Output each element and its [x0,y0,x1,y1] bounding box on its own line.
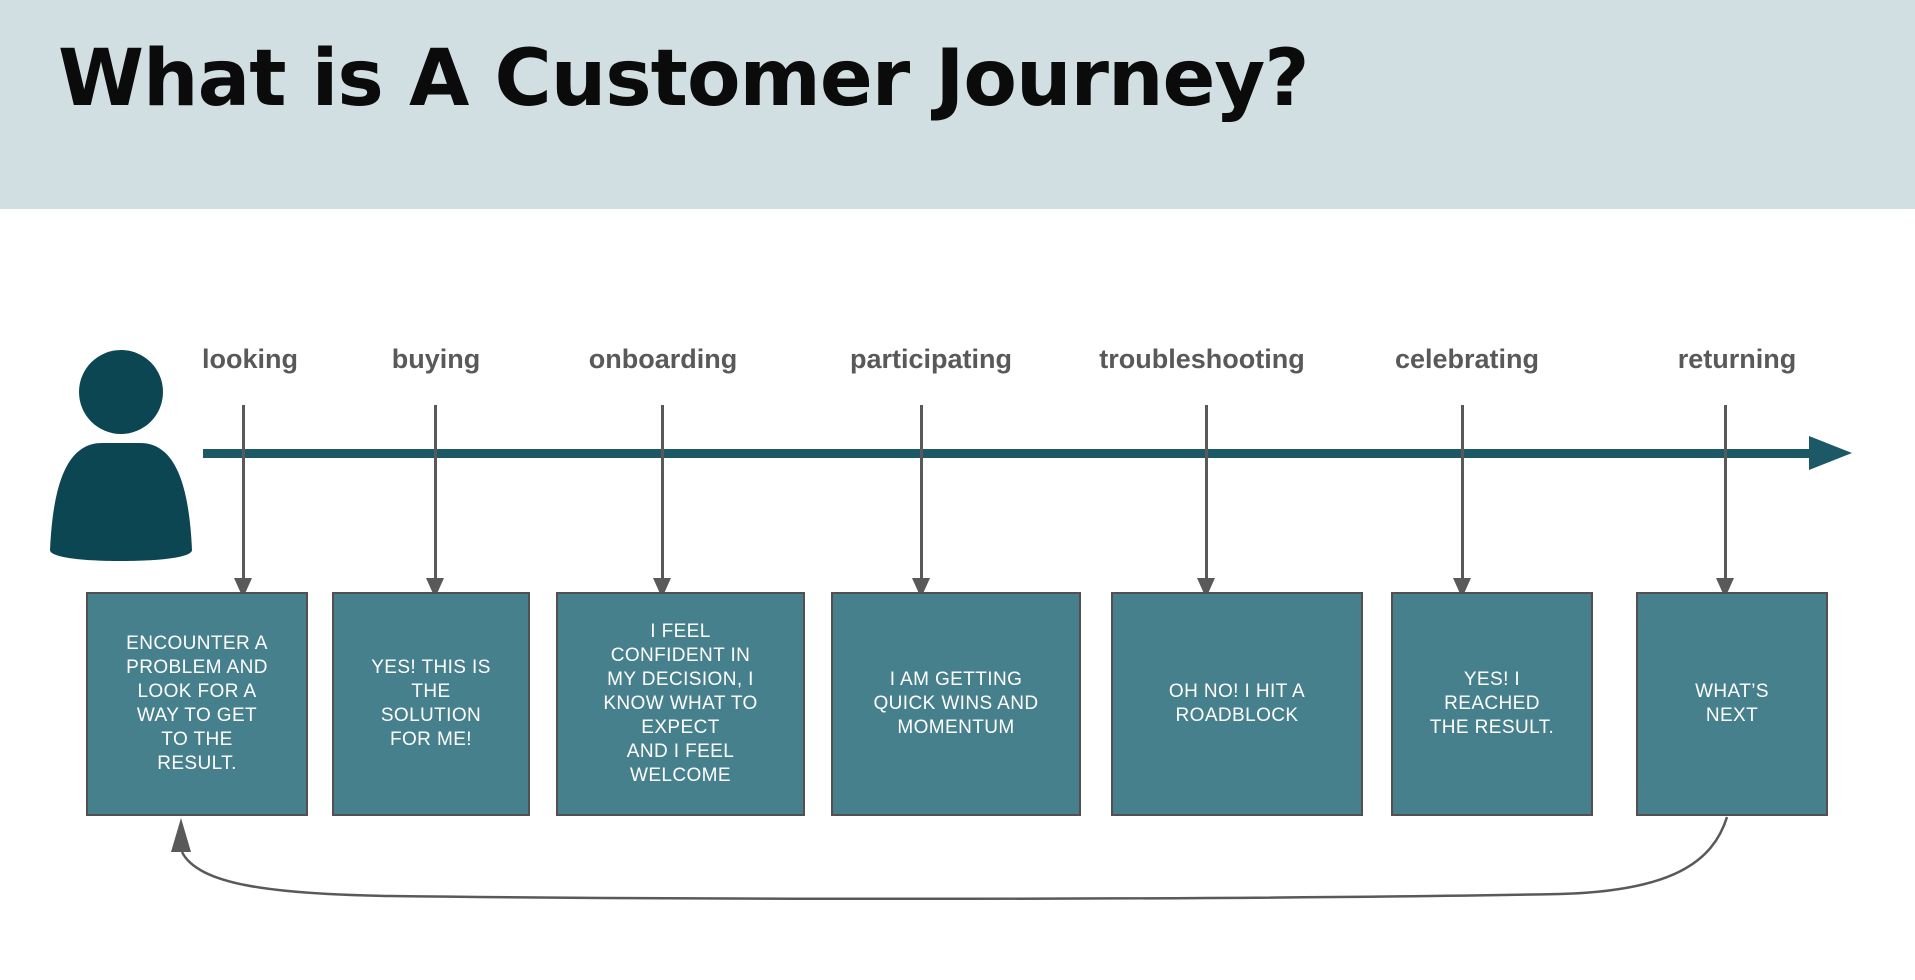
timeline-arrowhead-icon [1809,436,1852,470]
timeline-arrow-shaft [203,449,1818,458]
page-title: What is A Customer Journey? [58,34,1309,124]
stage-label-troubleshooting: troubleshooting [1099,344,1305,374]
journey-box-participating: I AM GETTING QUICK WINS AND MOMENTUM [831,592,1081,816]
person-icon [50,350,192,561]
down-arrow-icon [661,405,664,579]
down-arrow-icon [920,405,923,579]
journey-box-buying: YES! THIS IS THE SOLUTION FOR ME! [332,592,530,816]
journey-box-looking: ENCOUNTER A PROBLEM AND LOOK FOR A WAY T… [86,592,308,816]
down-arrow-icon [1461,405,1464,579]
journey-box-celebrating: YES! I REACHED THE RESULT. [1391,592,1593,816]
down-arrow-icon [1724,405,1727,579]
down-arrow-icon [434,405,437,579]
stage-label-onboarding: onboarding [588,344,738,374]
stage-label-returning: returning [1677,344,1797,374]
down-arrow-icon [1205,405,1208,579]
journey-box-troubleshooting: OH NO! I HIT A ROADBLOCK [1111,592,1363,816]
stage-label-buying: buying [391,344,481,374]
down-arrow-icon [242,405,245,579]
journey-box-whats-next: WHAT’S NEXT [1636,592,1828,816]
stage-label-celebrating: celebrating [1394,344,1540,374]
stage-label-looking: looking [202,344,298,374]
stage-label-participating: participating [849,344,1012,374]
header-band: What is A Customer Journey? [0,0,1915,209]
journey-box-onboarding: I FEEL CONFIDENT IN MY DECISION, I KNOW … [556,592,805,816]
